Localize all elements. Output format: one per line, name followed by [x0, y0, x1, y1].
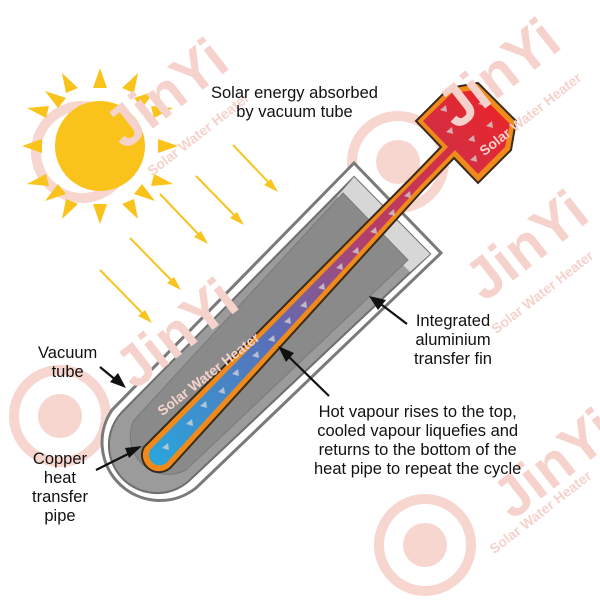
sun-ray-arrow [232, 144, 273, 187]
sun-ray-arrow [99, 269, 147, 318]
copper-heat-pipe [141, 81, 518, 474]
vapour-cycle-label: Hot vapour rises to the top, cooled vapo… [314, 403, 522, 478]
sun-icon [22, 68, 178, 224]
watermark-logo [374, 494, 476, 596]
solar-energy-label: Solar energy absorbed by vacuum tube [211, 84, 378, 121]
vapour-particles [162, 99, 493, 450]
pointer-arrows [95, 296, 408, 471]
watermark-logo [9, 365, 111, 467]
sun-ray-arrow [129, 237, 176, 285]
copper-pipe-label: Copper heat transfer pipe [32, 450, 88, 525]
copper-pipe-pointer [95, 451, 133, 471]
sun-ray-arrow [195, 175, 239, 220]
vacuum-tube-label: Vacuum tube [38, 344, 98, 381]
sun-ray-arrow [159, 193, 203, 239]
vapour-cycle-pointer [285, 353, 330, 397]
aluminium-fin-label: Integrated aluminium transfer fin [414, 312, 492, 368]
sun-rays [99, 144, 278, 323]
fin-pointer [377, 301, 408, 325]
